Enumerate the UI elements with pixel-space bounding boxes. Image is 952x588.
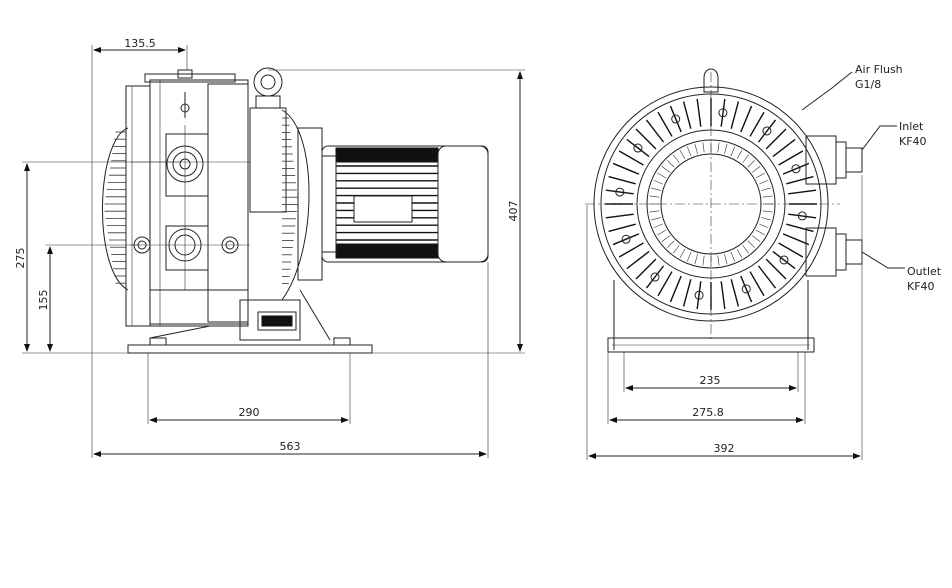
base-stand	[607, 280, 815, 353]
lifting-eye	[253, 67, 283, 109]
callout-labels: Air Flush G1/8 Inlet KF40 Outlet KF40	[855, 63, 942, 293]
outlet-label: Outlet	[907, 265, 942, 278]
dim-top-offset: 135.5	[124, 37, 156, 50]
dim-foot-height: 155	[37, 290, 50, 311]
outlet-spec: KF40	[907, 280, 935, 293]
side-view	[102, 67, 489, 354]
bolt-circle	[615, 108, 807, 300]
dim-total-length: 563	[280, 440, 301, 453]
dim-base-width: 275.8	[692, 406, 724, 419]
front-view	[585, 68, 863, 353]
inlet-port	[805, 135, 863, 185]
front-cover-fins	[102, 85, 151, 327]
dim-bolt-spacing: 235	[700, 374, 721, 387]
motor	[321, 145, 489, 263]
air-flush-spec: G1/8	[855, 78, 881, 91]
dimension-labels: 135.5 407 275 155 290 563 235 275.8 392	[14, 37, 735, 455]
inlet-spec: KF40	[899, 135, 927, 148]
inlet-label: Inlet	[899, 120, 924, 133]
dim-foot-spacing: 290	[239, 406, 260, 419]
motor-adapter	[249, 107, 323, 301]
air-flush-label: Air Flush	[855, 63, 903, 76]
dimension-lines	[22, 45, 905, 460]
dim-axis-height: 275	[14, 248, 27, 269]
support-frame	[127, 289, 373, 354]
outlet-port	[805, 227, 863, 277]
scroll-housing	[130, 69, 250, 327]
dim-total-height: 407	[507, 201, 520, 222]
dim-total-width: 392	[714, 442, 735, 455]
